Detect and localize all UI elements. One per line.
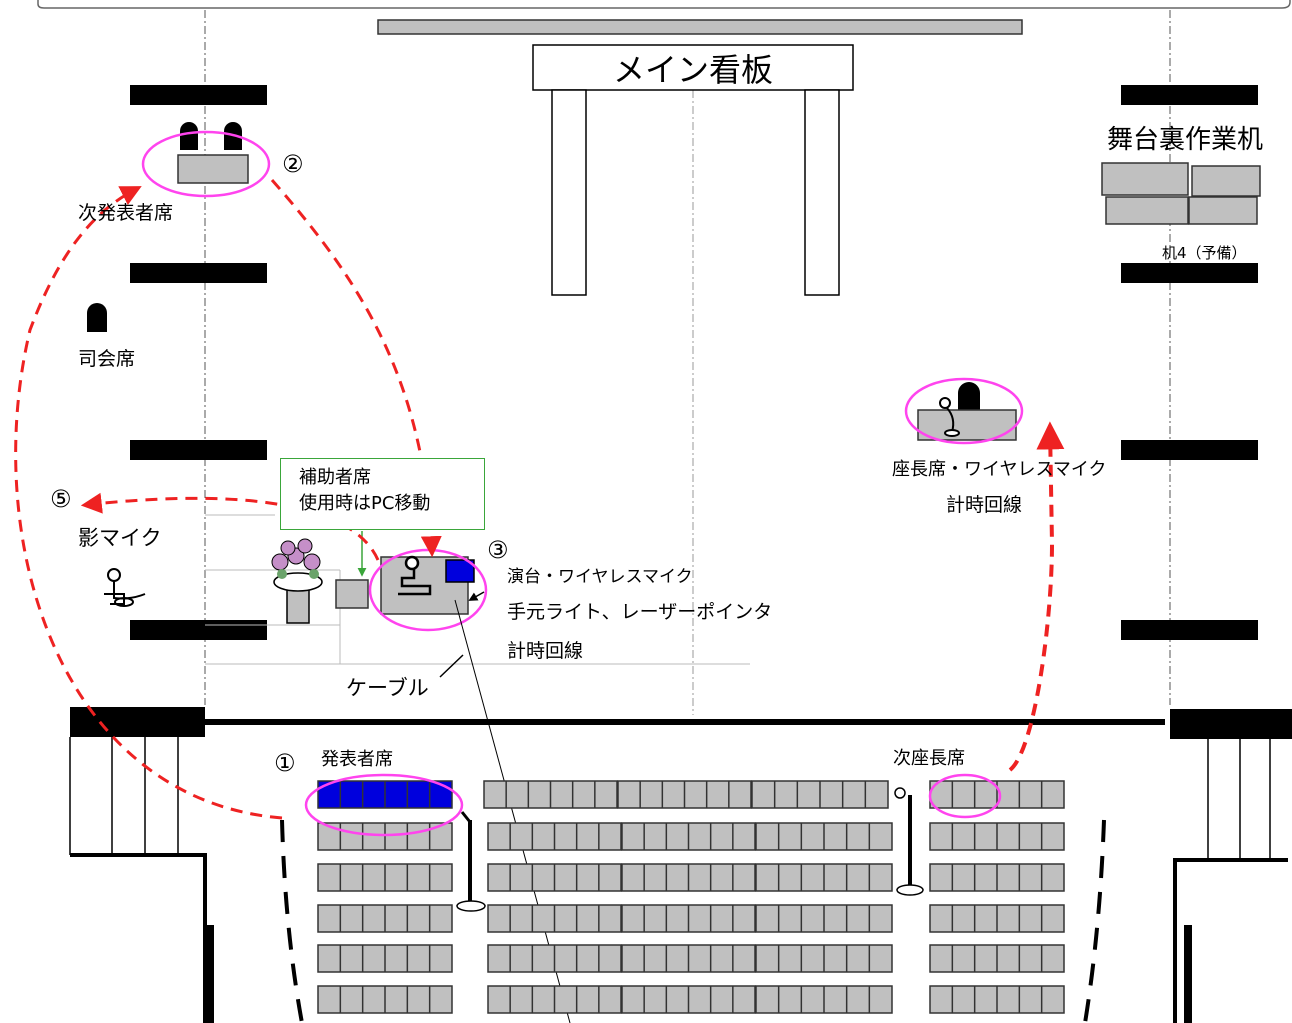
chair-seat-line1: 座長席・ワイヤレスマイク bbox=[892, 459, 1107, 480]
shadow-mic-icon bbox=[104, 568, 146, 607]
mc-chair-icon bbox=[87, 303, 107, 332]
route-3-to-5 bbox=[80, 492, 380, 561]
audience-seats bbox=[317, 780, 1065, 1014]
marker-2: ② bbox=[282, 150, 304, 178]
presenter-seat-label: 発表者席 bbox=[321, 749, 393, 770]
left-aisle-dash bbox=[280, 819, 304, 1023]
podium-pc bbox=[445, 559, 475, 583]
podium-pointer-arrow bbox=[468, 591, 485, 601]
highlight-chair bbox=[904, 377, 1024, 445]
route-1-to-2 bbox=[14, 186, 283, 820]
left-stairs bbox=[69, 737, 214, 1023]
backstage-desks bbox=[1101, 162, 1261, 225]
assistant-seat-callout: 補助者席 使用時はPC移動 bbox=[280, 458, 485, 530]
next-chair-seat-label: 次座長席 bbox=[893, 748, 965, 769]
highlight-next-chair-seats bbox=[928, 773, 1002, 819]
desk-spare-label: 机4（予備） bbox=[1162, 244, 1247, 262]
route-next-chair bbox=[1008, 421, 1065, 772]
highlight-presenter-seats bbox=[304, 773, 464, 837]
main-sign-board bbox=[532, 44, 854, 91]
podium-line1: 演台・ワイヤレスマイク bbox=[507, 567, 693, 587]
stage-right-block bbox=[1170, 709, 1292, 739]
aisle-mic-left bbox=[456, 811, 486, 912]
podium-line2: 手元ライト、レーザーポインタ bbox=[507, 601, 773, 623]
sign-right-post bbox=[804, 89, 840, 296]
marker-1: ① bbox=[274, 749, 296, 777]
next-presenter-seat-label: 次発表者席 bbox=[78, 202, 174, 224]
chair-mic-icon bbox=[939, 397, 960, 437]
flower-stand-icon bbox=[271, 538, 323, 624]
guide-lines bbox=[204, 10, 1171, 715]
top-frame bbox=[37, 0, 1291, 9]
cable-label: ケーブル bbox=[346, 676, 429, 700]
podium-mic-icon bbox=[398, 555, 432, 596]
marker-3: ③ bbox=[487, 536, 509, 564]
top-bar bbox=[377, 19, 1023, 35]
side-bars bbox=[130, 85, 1258, 640]
cable-pointer-line bbox=[439, 654, 464, 678]
assistant-seat-line1: 補助者席 bbox=[299, 467, 371, 488]
chair-seat-line2: 計時回線 bbox=[946, 494, 1023, 516]
aisle-mic-right bbox=[894, 787, 924, 896]
right-stairs bbox=[1173, 739, 1288, 1023]
right-aisle-dash bbox=[1083, 819, 1106, 1023]
main-sign-label: メイン看板 bbox=[612, 50, 773, 89]
podium-line3: 計時回線 bbox=[507, 640, 584, 662]
highlight-next-presenter bbox=[141, 130, 271, 198]
backstage-desk-label: 舞台裏作業机 bbox=[1107, 125, 1264, 155]
chair-desk bbox=[917, 382, 1017, 441]
assistant-desk bbox=[335, 579, 369, 609]
marker-5: ⑤ bbox=[50, 485, 72, 513]
assistant-seat-line2: 使用時はPC移動 bbox=[299, 493, 431, 514]
shadow-mic-label: 影マイク bbox=[78, 526, 162, 550]
mc-seat-label: 司会席 bbox=[78, 348, 136, 370]
sign-left-post bbox=[551, 89, 587, 296]
